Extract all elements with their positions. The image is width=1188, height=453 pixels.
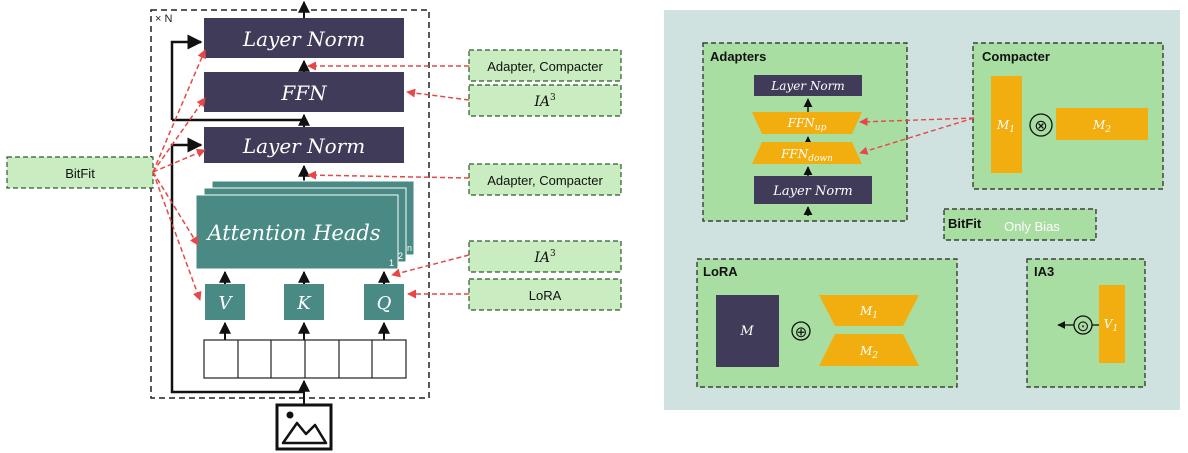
lora-m-label: M	[739, 324, 754, 339]
q-label: Q	[377, 293, 392, 314]
layer-norm-top-label: Layer Norm	[242, 27, 365, 51]
repeat-boundary	[150, 9, 430, 399]
ffn-up-label: FFNup	[787, 116, 827, 133]
lora-op: ⊕	[795, 324, 808, 341]
image-input-icon	[275, 403, 333, 451]
ia3-attn-tag-label: IA3	[533, 249, 556, 266]
transformer-block: × N Layer Norm FFN Layer Norm Attention …	[150, 0, 430, 451]
ffn-block	[204, 72, 404, 112]
layer-norm-mid	[204, 127, 404, 163]
lora-m2	[819, 334, 919, 366]
k-block	[284, 284, 324, 320]
bitfit-tag: BitFit	[6, 156, 154, 189]
ia3-v1-label: V1	[1104, 317, 1118, 334]
compacter-title: Compacter	[982, 49, 1050, 64]
adapter-compacter-tag-2: Adapter, Compacter	[468, 163, 622, 196]
bitfit-title: BitFit	[948, 216, 982, 231]
ffn-down-label: FFNdown	[780, 147, 833, 164]
lora-title: LoRA	[703, 264, 738, 279]
token-sequence	[203, 339, 407, 379]
compacter-m2-label: M2	[1092, 118, 1111, 135]
adapters-box: Adapters Layer Norm FFNup FFNdown Layer …	[702, 42, 908, 222]
add-icon	[791, 321, 811, 341]
bitfit-to-ffn	[152, 97, 206, 173]
red-connectors	[152, 49, 470, 301]
attention-heads-label: Attention Heads	[205, 221, 380, 245]
attention-head-1	[195, 194, 399, 270]
kronecker-op: ⊗	[1034, 118, 1047, 135]
ia3-to-k	[391, 254, 470, 278]
adapter-to-attn-out	[307, 170, 470, 180]
ia3-v1	[1099, 285, 1125, 363]
adapter-compacter-tag-1: Adapter, Compacter	[468, 49, 622, 82]
ffn-up-block	[752, 112, 862, 134]
lora-box: LoRA M ⊕ M1 M2	[696, 258, 958, 388]
ia3-attn-tag: IA3	[468, 240, 622, 273]
kronecker-icon	[1029, 113, 1053, 137]
repeat-label: × N	[155, 13, 172, 25]
ia3-op: ⊙	[1077, 318, 1090, 335]
v-block	[205, 284, 245, 320]
v-label: V	[219, 293, 234, 314]
compacter-box: Compacter M1 ⊗ M2	[972, 42, 1164, 190]
bitfit-to-ln-mid	[152, 149, 206, 173]
head-index-1: 1	[389, 258, 394, 268]
lora-tag-label: LoRA	[529, 288, 562, 303]
ffn-label: FFN	[280, 81, 328, 105]
compacter-to-ffn-up	[859, 117, 975, 126]
compacter-m1-label: M1	[996, 118, 1015, 135]
layer-norm-top	[204, 18, 404, 58]
lora-m2-label: M2	[859, 344, 878, 361]
ia3-box: IA3 ⊙ V1	[1026, 258, 1146, 388]
adapters-layer-norm-top	[754, 75, 862, 96]
bitfit-to-v	[152, 171, 202, 301]
residual-connection-bottom	[170, 137, 304, 394]
adapters-layer-norm-bottom-label: Layer Norm	[772, 184, 853, 199]
ia3-title: IA3	[1034, 264, 1054, 279]
adapters-title: Adapters	[710, 49, 766, 64]
ia3-to-ffn	[406, 88, 470, 101]
layer-norm-mid-label: Layer Norm	[242, 134, 365, 158]
compacter-m1	[991, 76, 1022, 173]
bitfit-tag-label: BitFit	[65, 166, 95, 181]
head-index-2: 2	[398, 251, 403, 261]
bitfit-box: BitFit Only Bias	[943, 208, 1097, 241]
k-label: K	[296, 293, 312, 314]
bitfit-text: Only Bias	[1004, 219, 1060, 234]
lora-m1-label: M1	[859, 304, 878, 321]
compacter-connectors	[859, 117, 975, 155]
adapters-layer-norm-top-label: Layer Norm	[770, 79, 844, 93]
compacter-to-ffn-down	[859, 117, 975, 155]
ffn-down-block	[752, 142, 862, 164]
compacter-m2	[1056, 108, 1148, 140]
q-block	[364, 284, 404, 320]
ia3-ffn-tag-label: IA3	[533, 93, 556, 110]
ia3-ffn-tag: IA3	[468, 84, 622, 117]
head-index-n: n	[407, 243, 412, 253]
adapters-layer-norm-bottom	[754, 176, 872, 204]
bitfit-to-heads	[152, 171, 199, 246]
adapter-compacter-tag-1-label: Adapter, Compacter	[487, 59, 603, 74]
lora-m1	[819, 295, 919, 326]
residual-connection-top	[170, 34, 203, 120]
bitfit-to-ln-top	[152, 49, 206, 173]
lora-tag: LoRA	[468, 278, 622, 311]
adapter-compacter-tag-2-label: Adapter, Compacter	[487, 173, 603, 188]
lora-m	[716, 295, 779, 367]
